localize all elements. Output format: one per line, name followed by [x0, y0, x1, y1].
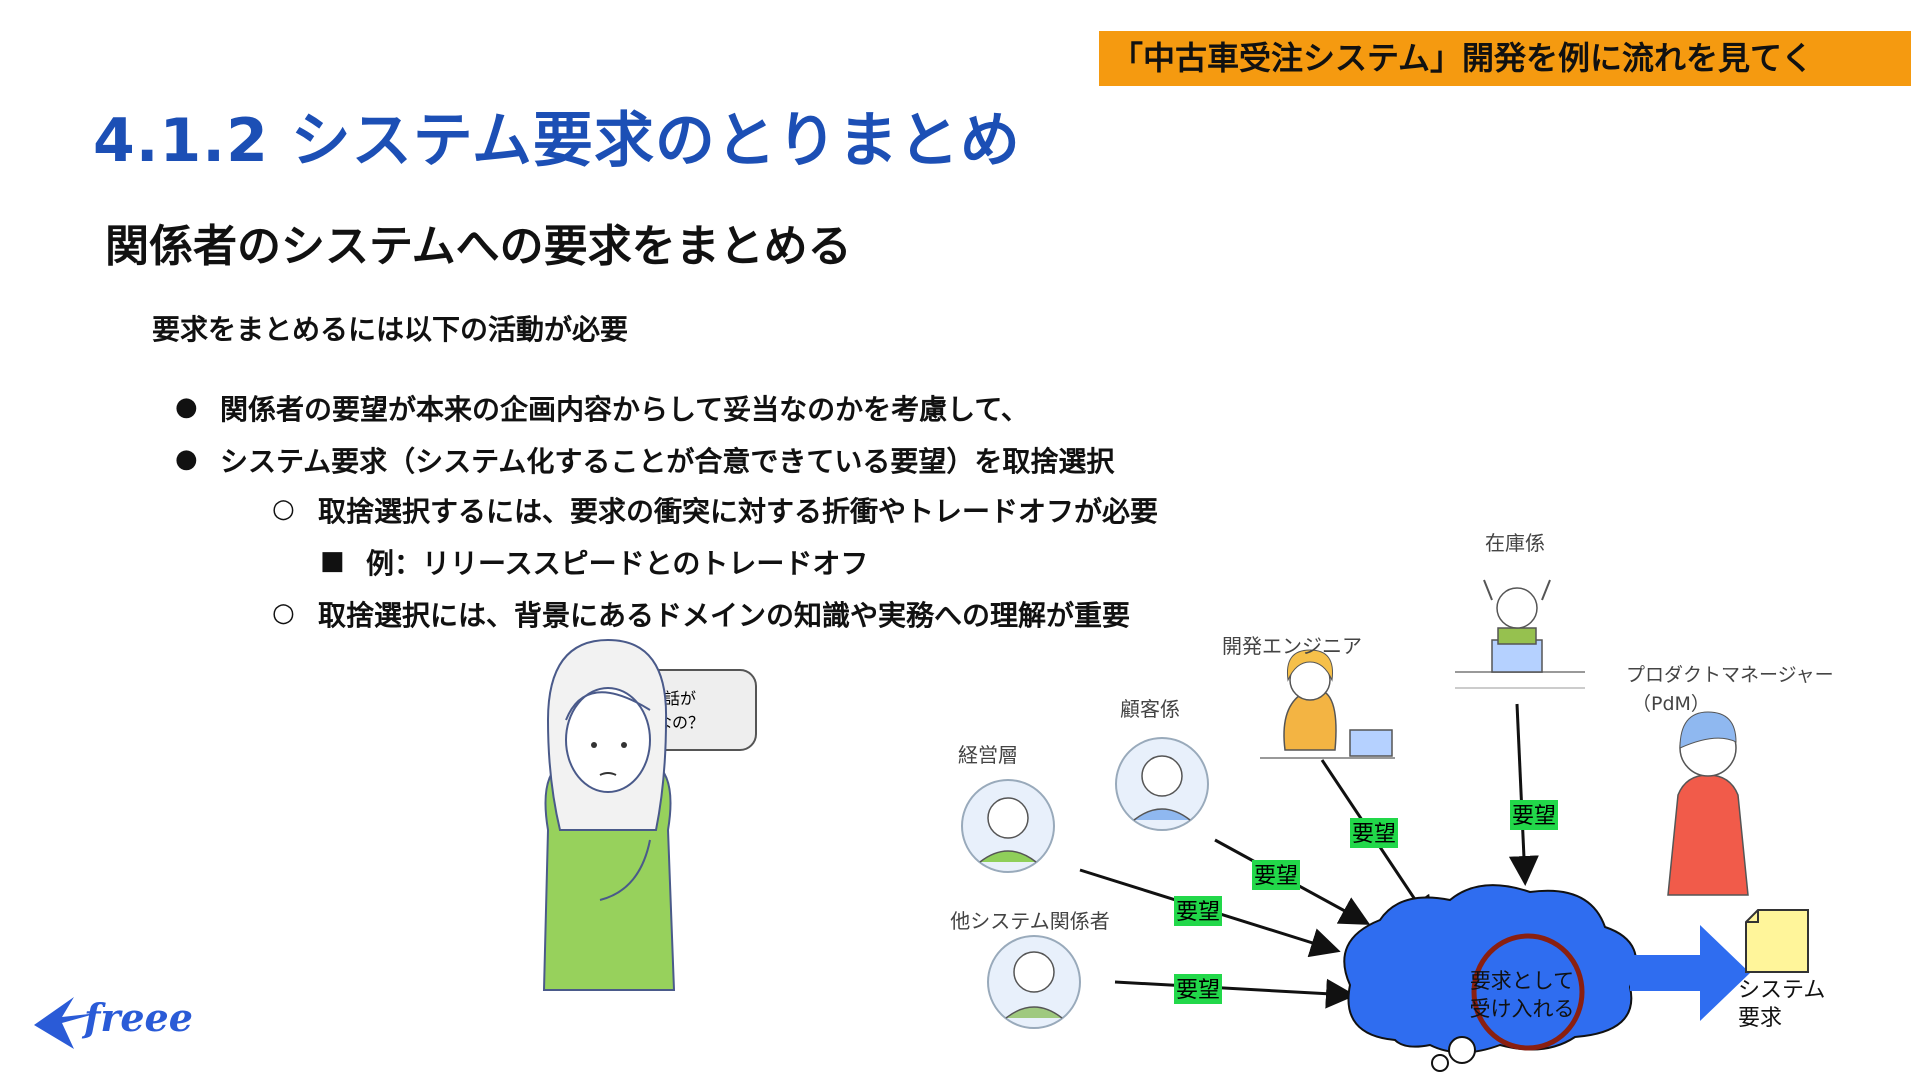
bullet-text-1: 関係者の要望が本来の企画内容からして妥当なのかを考慮して、	[220, 393, 1029, 426]
role-engineer: 開発エンジニア	[1222, 634, 1362, 658]
output-text-2: 要求	[1738, 1006, 1782, 1031]
svg-text:要望: 要望	[1176, 900, 1220, 925]
freee-bird-icon	[34, 997, 98, 1049]
freee-logo: freee	[84, 995, 193, 1040]
section-subtitle: 関係者のシステムへの要求をまとめる	[105, 221, 852, 272]
arrow-other-system	[1114, 978, 1356, 1009]
role-pdm-line2: （PdM）	[1632, 693, 1710, 715]
bullet-text-5: 取捨選択には、背景にあるドメインの知識や実務への理解が重要	[318, 599, 1131, 632]
other-system-illustration	[987, 935, 1081, 1029]
bullet-text-2: システム要求（システム化することが合意できている要望）を取捨選択	[220, 445, 1115, 478]
intro-text: 要求をまとめるには以下の活動が必要	[152, 313, 629, 346]
pdm-illustration	[1667, 711, 1749, 896]
topic-banner: 「中古車受注システム」開発を例に流れを見てく	[1099, 31, 1911, 86]
bullet-marker-3: ○	[272, 494, 295, 524]
cloud-text-2: 受け入れる	[1470, 997, 1575, 1021]
request-tag: 要望	[1510, 800, 1558, 830]
output-text-1: システム	[1738, 978, 1825, 1003]
bullet-marker-5: ○	[272, 598, 295, 628]
thinking-person-illustration	[542, 638, 676, 991]
bullet-marker-2: ●	[175, 444, 198, 474]
bullet-marker-1: ●	[175, 392, 198, 422]
request-tag: 要望	[1174, 974, 1222, 1004]
cloud-text-1: 要求として	[1470, 969, 1574, 993]
customer-staff-illustration	[1115, 737, 1209, 831]
role-inventory: 在庫係	[1485, 531, 1545, 555]
role-customer: 顧客係	[1120, 697, 1180, 721]
inventory-person-illustration	[1455, 579, 1585, 689]
engineer-illustration	[1260, 649, 1395, 759]
svg-text:要望: 要望	[1352, 822, 1396, 847]
svg-text:要望: 要望	[1176, 978, 1220, 1003]
bullet-marker-4: ■	[320, 546, 345, 576]
acceptance-cloud: 要求として 受け入れる	[1343, 884, 1638, 1072]
svg-text:要望: 要望	[1512, 804, 1556, 829]
document-icon	[1745, 909, 1809, 973]
role-management: 経営層	[958, 743, 1018, 767]
svg-text:要望: 要望	[1254, 864, 1298, 889]
request-tag: 要望	[1174, 896, 1222, 926]
management-illustration	[961, 779, 1055, 873]
role-other-system: 他システム関係者	[950, 909, 1109, 933]
bullet-text-3: 取捨選択するには、要求の衝突に対する折衝やトレードオフが必要	[318, 495, 1159, 528]
page-title: 4.1.2 システム要求のとりまとめ	[93, 106, 1021, 176]
request-tag: 要望	[1350, 818, 1398, 848]
arrow-inventory	[1508, 703, 1539, 886]
role-pdm-line1: プロダクトマネージャー	[1626, 664, 1834, 686]
bullet-text-4: 例：リリーススピードとのトレードオフ	[366, 547, 869, 580]
output-arrow	[1630, 925, 1750, 1021]
request-tag: 要望	[1252, 860, 1300, 890]
